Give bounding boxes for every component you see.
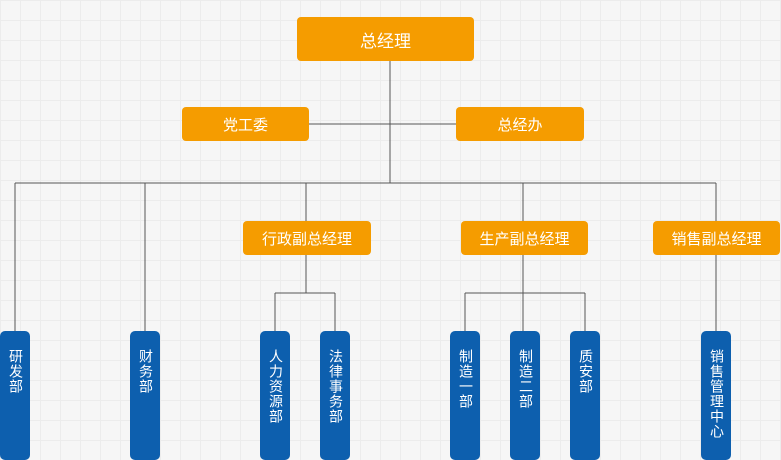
party-committee-label: 党工委 [222, 115, 268, 134]
party-committee-box: 党工委 [182, 107, 309, 141]
dept-mfg2-label: 制造二部 [517, 349, 533, 409]
sales-vp-label: 销售副总经理 [671, 229, 762, 248]
dept-qa-box: 质安部 [570, 331, 600, 460]
dept-finance-label: 财务部 [137, 349, 153, 394]
dept-sales-center-box: 销售管理中心 [701, 331, 731, 460]
dept-mfg2-box: 制造二部 [510, 331, 540, 460]
dept-legal-box: 法律事务部 [320, 331, 350, 460]
general-office-box: 总经办 [456, 107, 584, 141]
admin-vp-label: 行政副总经理 [261, 229, 352, 248]
ceo-label: 总经理 [360, 31, 411, 52]
general-office-label: 总经办 [497, 115, 543, 134]
dept-sales-center-label: 销售管理中心 [708, 349, 724, 439]
dept-mfg1-box: 制造一部 [450, 331, 480, 460]
production-vp-box: 生产副总经理 [461, 221, 588, 255]
dept-hr-label: 人力资源部 [267, 349, 283, 424]
dept-hr-box: 人力资源部 [260, 331, 290, 460]
dept-finance-box: 财务部 [130, 331, 160, 460]
dept-mfg1-label: 制造一部 [457, 349, 473, 409]
dept-rnd-box: 研发部 [0, 331, 30, 460]
production-vp-label: 生产副总经理 [479, 229, 570, 248]
dept-rnd-label: 研发部 [7, 349, 23, 394]
dept-legal-label: 法律事务部 [327, 349, 343, 424]
admin-vp-box: 行政副总经理 [243, 221, 371, 255]
sales-vp-box: 销售副总经理 [653, 221, 780, 255]
ceo-box: 总经理 [297, 17, 474, 61]
dept-qa-label: 质安部 [577, 349, 593, 394]
